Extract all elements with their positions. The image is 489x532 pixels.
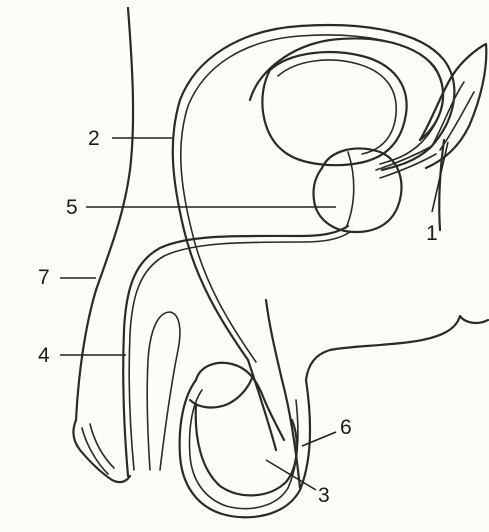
vas-deferens-inner — [181, 35, 443, 362]
label-4: 4 — [38, 344, 50, 367]
label-1: 1 — [426, 222, 438, 245]
perineum-outline — [306, 316, 488, 380]
shaft-lower-outline — [147, 312, 180, 470]
body-front-outline — [76, 8, 133, 420]
label-2: 2 — [88, 127, 100, 150]
label-6: 6 — [340, 416, 352, 439]
leader-line-6 — [302, 432, 336, 446]
bladder-inner — [278, 60, 396, 154]
label-3: 3 — [318, 484, 330, 507]
glans-outline — [82, 424, 114, 474]
urethra-outer — [123, 226, 348, 476]
label-5: 5 — [66, 196, 78, 219]
rectum-outline — [439, 140, 444, 230]
urethra-inner — [129, 232, 350, 470]
testis-outline — [196, 404, 297, 495]
vas-descending-outer — [248, 300, 300, 488]
leader-line-3 — [266, 460, 316, 490]
label-7: 7 — [38, 266, 50, 289]
bladder-outline — [262, 52, 406, 165]
